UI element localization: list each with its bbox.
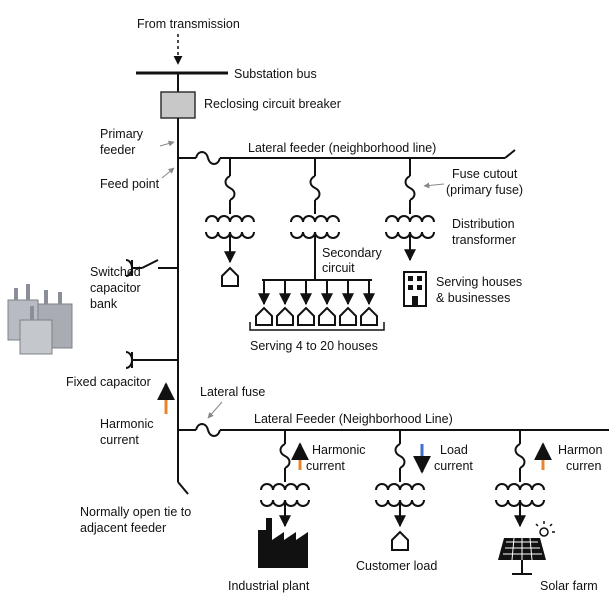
house-icon: [276, 306, 294, 326]
house-icon: [391, 530, 409, 551]
bottom-branch-solar: [495, 430, 545, 528]
feed-point-label: Feed point: [100, 177, 160, 191]
secondary-circuit-label-2: circuit: [322, 261, 355, 275]
switched-capacitor-bank: [125, 259, 178, 277]
house-icon: [221, 266, 239, 287]
house-icon: [255, 306, 273, 326]
transformer-icon: [290, 215, 340, 239]
lateral-fuse-label: Lateral fuse: [200, 385, 265, 399]
houses-bracket: [249, 322, 385, 331]
fuse-cutout-pointer: [423, 182, 445, 189]
bottom-lateral-feeder-label: Lateral Feeder (Neighborhood Line): [254, 412, 453, 426]
solar-farm-label: Solar farm: [540, 579, 598, 593]
primary-feeder-pointer: [159, 140, 175, 147]
fuse-icon: [514, 443, 526, 469]
bottom-branch-customer: [375, 430, 425, 551]
fuse-icon: [224, 175, 236, 201]
primary-feeder-label-2: feeder: [100, 143, 135, 157]
normally-open-tie-label: Normally open tie to: [80, 505, 191, 519]
fixed-capacitor-label: Fixed capacitor: [66, 375, 151, 389]
serving-houses-label: Serving 4 to 20 houses: [250, 339, 378, 353]
transformer-icon: [205, 215, 255, 239]
harmonic-current-mid-label: Harmonic: [312, 443, 366, 457]
distribution-transformer-label-2: transformer: [452, 233, 516, 247]
harmonic-current-right-label: Harmon: [558, 443, 603, 457]
bottom-branch-industrial: [260, 430, 310, 528]
factory-icon: [258, 518, 308, 568]
transformer-icon: [260, 483, 310, 507]
transformer-icon: [495, 483, 545, 507]
serving-houses-businesses-label-2: & businesses: [436, 291, 510, 305]
load-current-label: Load: [440, 443, 468, 457]
switched-capacitor-label-3: bank: [90, 297, 118, 311]
fuse-icon: [404, 175, 416, 201]
top-lateral-feeder-end: [504, 149, 516, 159]
fuse-cutout-label: Fuse cutout: [452, 167, 518, 181]
house-icon: [339, 306, 357, 326]
switched-capacitor-label: Switched: [90, 265, 141, 279]
house-icon: [297, 306, 315, 326]
normally-open-tie-label-2: adjacent feeder: [80, 521, 166, 535]
customer-load-label: Customer load: [356, 559, 437, 573]
lateral-fuse-icon: [195, 423, 221, 437]
substation-bus-label: Substation bus: [234, 67, 317, 81]
feed-point-pointer: [161, 167, 175, 179]
reclosing-breaker-box: [160, 91, 196, 119]
top-branch-3: [385, 158, 435, 262]
reclosing-breaker-label: Reclosing circuit breaker: [204, 97, 341, 111]
transformer-icon: [375, 483, 425, 507]
normally-open-switch: [177, 481, 189, 495]
fuse-icon: [279, 443, 291, 469]
fuse-icon: [394, 443, 406, 469]
industrial-plant-label: Industrial plant: [228, 579, 310, 593]
solar-panel-icon: [498, 521, 555, 575]
office-building-icon: [403, 271, 427, 307]
capacitor-bank-photo: [7, 284, 73, 355]
fuse-cutout-label-2: (primary fuse): [446, 183, 523, 197]
harmonic-current-left-label: Harmonic: [100, 417, 154, 431]
harmonic-current-right-label-2: curren: [566, 459, 601, 473]
serving-houses-businesses-label: Serving houses: [436, 275, 522, 289]
house-icon: [360, 306, 378, 326]
distribution-transformer-label: Distribution: [452, 217, 515, 231]
top-branch-2: [262, 158, 372, 281]
fixed-capacitor: [125, 351, 178, 369]
top-branch-1: [205, 158, 255, 287]
lateral-fuse-pointer: [207, 401, 223, 419]
switched-capacitor-label-2: capacitor: [90, 281, 141, 295]
from-transmission-label: From transmission: [137, 17, 240, 31]
top-lateral-fuse-icon: [195, 151, 221, 165]
fuse-icon: [309, 175, 321, 201]
secondary-drops: [249, 280, 385, 331]
house-icon: [318, 306, 336, 326]
top-lateral-feeder-label: Lateral feeder (neighborhood line): [248, 141, 436, 155]
secondary-circuit-label: Secondary: [322, 246, 383, 260]
primary-feeder-label: Primary: [100, 127, 144, 141]
harmonic-current-left-label-2: current: [100, 433, 139, 447]
transformer-icon: [385, 215, 435, 239]
harmonic-current-mid-label-2: current: [306, 459, 345, 473]
load-current-label-2: current: [434, 459, 473, 473]
